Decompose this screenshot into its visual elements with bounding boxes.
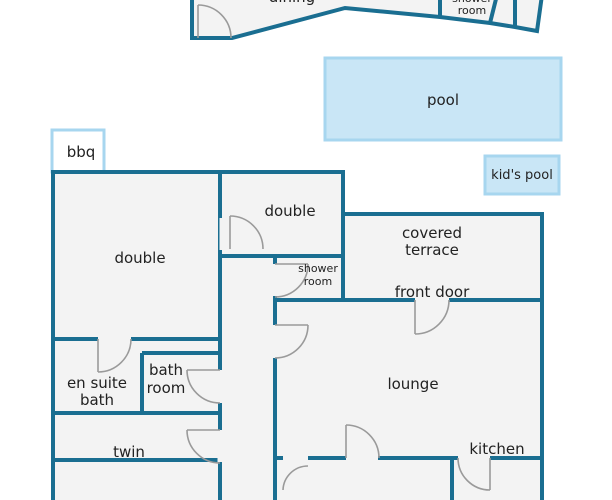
- kids-pool: [483, 154, 561, 196]
- shower-top-label-2: room: [458, 4, 486, 17]
- door-swing: [97, 215, 491, 491]
- covered-terrace-label-2: terrace: [405, 241, 459, 259]
- pool-label: pool: [427, 91, 459, 109]
- kids-pool-label: kid's pool: [491, 168, 553, 183]
- lounge-label: lounge: [387, 375, 438, 393]
- shower-top-label-1: shower: [452, 0, 492, 5]
- shower-room-label-2: room: [304, 275, 332, 288]
- shower-room-label-1: shower: [298, 262, 338, 275]
- bath-room-label-2: room: [147, 379, 186, 397]
- bath-room-label-1: bath: [149, 361, 183, 379]
- en-suite-label-1: en suite: [67, 374, 127, 392]
- twin-label: twin: [113, 443, 145, 461]
- kitchen-label: kitchen: [469, 440, 524, 458]
- main-house: double double covered terrace shower roo…: [51, 170, 544, 500]
- dining-room: [190, 0, 544, 40]
- pool: [323, 56, 563, 142]
- top-building: dining shower room: [190, 0, 544, 40]
- dining-label: dining: [269, 0, 315, 6]
- en-suite-label-2: bath: [80, 391, 114, 409]
- front-door-label: front door: [395, 283, 470, 301]
- double-top-label: double: [264, 202, 315, 220]
- double-left-label: double: [114, 249, 165, 267]
- bbq-label: bbq: [67, 143, 96, 161]
- covered-terrace-label-1: covered: [402, 224, 462, 242]
